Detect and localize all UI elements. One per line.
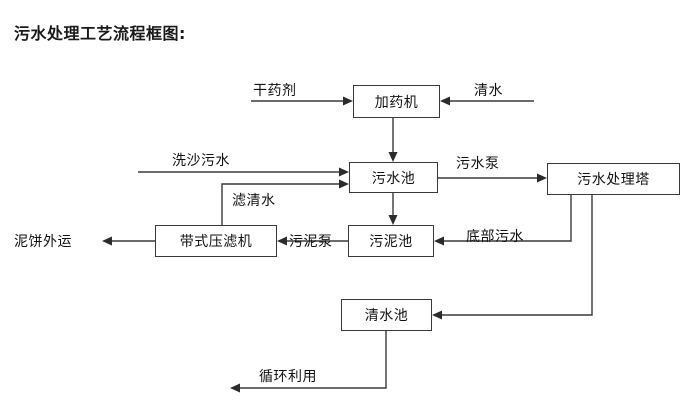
edge-label-filtrate-water: 滤清水 [232,193,276,209]
node-sludge-pool[interactable]: 污泥池 [348,225,434,257]
node-clean-pool[interactable]: 清水池 [341,299,432,331]
node-dosing-machine[interactable]: 加药机 [353,85,440,118]
edge-label-sludge-pump: 污泥泵 [289,234,333,250]
terminal-label-sand-washing-sewage: 洗沙污水 [172,153,230,169]
terminal-label-clean-water: 清水 [474,83,503,99]
node-sewage-pool[interactable]: 污水池 [349,162,438,193]
node-treatment-tower[interactable]: 污水处理塔 [547,163,680,195]
edge-label-sewage-pump: 污水泵 [456,156,500,172]
edge-label-recycle-reuse: 循环利用 [259,369,317,385]
terminal-label-mud-cake-transport: 泥饼外运 [14,234,72,250]
edge-label-bottom-sewage: 底部污水 [466,229,524,245]
node-belt-press[interactable]: 带式压滤机 [155,225,277,257]
terminal-label-dry-agent: 干药剂 [253,83,297,99]
page-title: 污水处理工艺流程框图: [14,24,186,43]
